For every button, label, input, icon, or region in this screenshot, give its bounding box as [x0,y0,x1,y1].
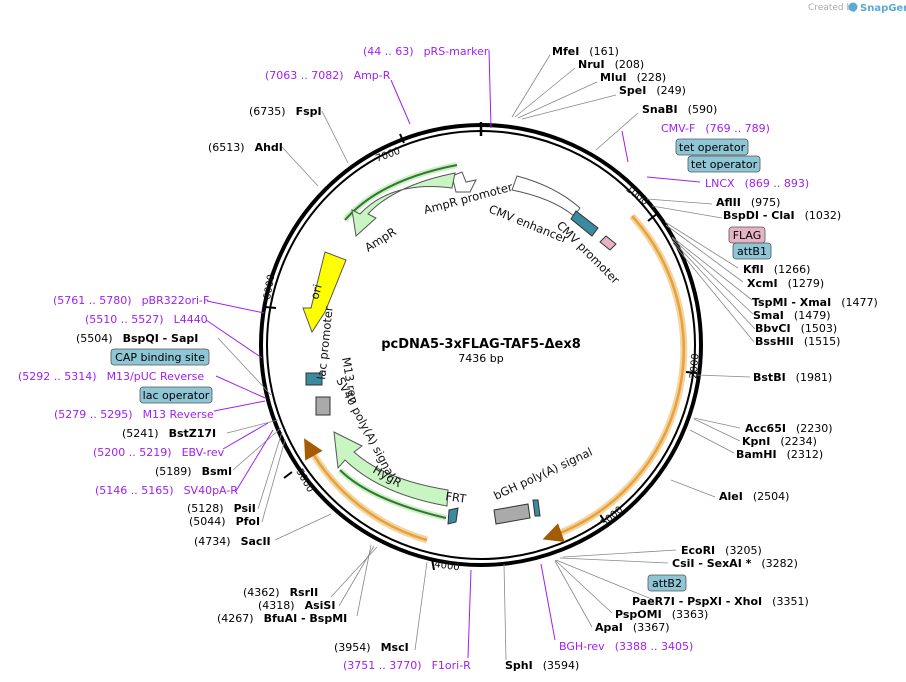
lac-operator-marker [305,372,323,386]
boxed-tet-operator-2: tet operator [687,155,761,173]
boxed-attb2: attB2 [647,574,687,592]
enzyme-label-tspmi-xmai[interactable]: TspMI - XmaI(1477) [752,296,878,309]
enzyme-label-apai[interactable]: ApaI(3367) [595,621,669,634]
boxed-lac-operator: lac operator [139,386,213,404]
flag-label: FLAG [733,229,762,242]
snapgene-brand: SnapGene [860,3,906,14]
tick-2000: 2000 [688,353,701,379]
primer-label-f1ori-r[interactable]: (3751 .. 3770)F1ori-R [343,659,471,672]
snapgene-logo-icon [848,2,858,12]
enzyme-label-sacii[interactable]: (4734)SacII [194,535,271,548]
boxed-flag: FLAG [728,226,766,244]
enzyme-label-acc65i[interactable]: Acc65I(2230) [745,422,833,435]
cmv-enhancer-arrow [511,175,581,217]
enzyme-label-rsrii[interactable]: (4362)RsrII [243,586,318,599]
enzyme-label-aflii[interactable]: AflII(975) [716,196,780,209]
enzyme-label-sphi[interactable]: SphI(3594) [505,659,579,672]
enzyme-label-fspi[interactable]: (6735)FspI [249,105,322,118]
primer-label-lncx[interactable]: LNCX(869 .. 893) [705,177,809,190]
enzyme-label-xcmi[interactable]: XcmI(1279) [747,277,824,290]
ampr-promoter-arrow [451,171,477,193]
flag-marker [599,235,617,251]
label-bgh: bGH poly(A) signal [491,445,594,503]
enzyme-label-paer7i[interactable]: PaeR7I - PspXI - XhoI(3351) [632,595,809,608]
enzyme-label-bspdi-clai[interactable]: BspDI - ClaI(1032) [723,209,841,222]
label-frt: FRT [445,489,469,506]
enzyme-label-csii-sexai[interactable]: CsiI - SexAI *(3282) [672,557,798,570]
tick-4000: 4000 [434,559,461,573]
enzyme-label-nrui[interactable]: NruI(208) [578,58,644,71]
attb1-label: attB1 [737,245,767,258]
sv40-gray-box [315,396,331,416]
enzyme-label-snabi[interactable]: SnaBI(590) [642,103,717,116]
boxed-cap-binding-site: CAP binding site [110,348,210,366]
enzyme-label-bbvci[interactable]: BbvCI(1503) [755,322,837,335]
enzyme-label-ahdi[interactable]: (6513)AhdI [208,141,283,154]
primer-label-pbr322ori-f[interactable]: (5761 .. 5780)pBR322ori-F [53,294,209,307]
primer-label-cmv-f[interactable]: CMV-F(769 .. 789) [661,122,770,135]
primer-label-l4440[interactable]: (5510 .. 5527)L4440 [85,313,208,326]
orf-arc-right [542,215,685,543]
enzyme-label-msci[interactable]: (3954)MscI [334,641,409,654]
enzyme-label-alei[interactable]: AleI(2504) [719,490,789,503]
enzyme-label-bamhi[interactable]: BamHI(2312) [736,448,823,461]
ampr-arrow [351,172,456,237]
enzyme-label-bsshii[interactable]: BssHII(1515) [755,335,840,348]
primer-label-sv40pa-r[interactable]: (5146 .. 5165)SV40pA-R [95,484,238,497]
attb2-label: attB2 [652,577,682,590]
frt-marker [447,507,459,525]
leader-lines [217,54,756,661]
plasmid-name: pcDNA5-3xFLAG-TAF5-Δex8 [381,337,581,352]
enzyme-label-ecori[interactable]: EcoRI(3205) [681,544,762,557]
enzyme-label-bstbi[interactable]: BstBI(1981) [753,371,832,384]
tick-6000: 6000 [262,274,277,301]
tick-5000: 5000 [293,467,315,495]
primer-label-bgh-rev[interactable]: BGH-rev(3388 .. 3405) [559,640,693,653]
created-by-text: Created by [808,3,858,13]
enzymes-right: MfeI(161) NruI(208) MluI(228) SpeI(249) … [505,45,878,672]
enzyme-label-kfli[interactable]: KflI(1266) [743,263,810,276]
plasmid-length: 7436 bp [458,352,503,365]
orf-arc-left [304,438,428,542]
enzyme-label-smai[interactable]: SmaI(1479) [753,309,830,322]
label-ampr: AmpR [362,224,399,254]
enzyme-label-mfei[interactable]: MfeI(161) [552,45,619,58]
hygr-arrow [333,431,449,507]
cap-binding-label: CAP binding site [115,351,205,364]
tet-marker [570,210,599,237]
enzyme-label-bsmi[interactable]: (5189)BsmI [155,465,232,478]
ori-arrow [302,251,347,334]
primer-leaders [205,49,701,659]
enzyme-label-bfuai-bspmi[interactable]: (4267)BfuAI - BspMI [217,612,347,625]
primer-labels: (44 .. 63)pRS-marker (7063 .. 7082)Amp-R… [18,45,809,672]
enzyme-label-spei[interactable]: SpeI(249) [619,84,686,97]
enzyme-label-bstz17i[interactable]: (5241)BstZ17I [122,427,216,440]
enzyme-label-pfoi[interactable]: (5044)PfoI [189,515,260,528]
enzyme-label-asisi[interactable]: (4318)AsiSI [258,599,335,612]
enzyme-label-pspomi[interactable]: PspOMI(3363) [615,608,708,621]
primer-label-prs-marker[interactable]: (44 .. 63)pRS-marker [363,45,489,58]
enzyme-label-bspqi-sapi[interactable]: (5504)BspQI - SapI [76,332,198,345]
enzymes-left: (6735)FspI (6513)AhdI (5504)BspQI - SapI… [76,105,409,654]
label-ori: ori [307,283,324,301]
primer-label-m13-puc-reverse[interactable]: (5292 .. 5314)M13/pUC Reverse [18,370,204,383]
boxed-attb1: attB1 [732,242,772,260]
primer-label-amp-r[interactable]: (7063 .. 7082)Amp-R [265,69,391,82]
primer-label-m13-reverse[interactable]: (5279 .. 5295)M13 Reverse [54,408,214,421]
hygr-line [339,469,447,519]
enzyme-label-kpni[interactable]: KpnI(2234) [742,435,817,448]
enzyme-label-psii[interactable]: (5128)PsiI [187,502,256,515]
primer-label-ebv-rev[interactable]: (5200 .. 5219)EBV-rev [93,446,225,459]
bgh-box [493,503,531,525]
boxed-tet-operator-1: tet operator [675,138,749,156]
lac-operator-label: lac operator [143,389,210,402]
tet-operator-1-label: tet operator [679,141,746,154]
tet-operator-2-label: tet operator [691,158,758,171]
attb2-marker [532,499,541,517]
enzyme-label-mlui[interactable]: MluI(228) [600,71,666,84]
